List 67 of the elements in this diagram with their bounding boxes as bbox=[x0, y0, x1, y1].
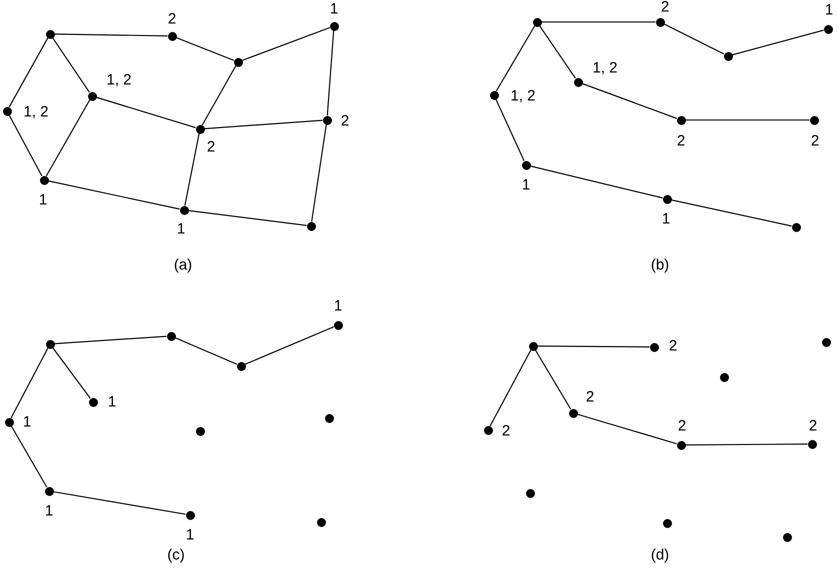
vertex-label: 2 bbox=[502, 424, 510, 438]
panel-caption: (b) bbox=[650, 258, 670, 272]
vertex-label: 2 bbox=[678, 418, 686, 434]
vertex-label: 1, 2 bbox=[106, 72, 132, 88]
edge-line bbox=[539, 25, 576, 79]
vertex-label: 1 bbox=[662, 212, 670, 226]
edge-line bbox=[542, 21, 656, 23]
vertex-label: 1, 2 bbox=[23, 104, 49, 120]
edge-line bbox=[686, 443, 808, 446]
vertex-label: 2 bbox=[168, 12, 176, 26]
vertex-label: 1 bbox=[824, 2, 834, 18]
edge-line bbox=[496, 26, 536, 92]
vertex-label: 1 bbox=[330, 2, 338, 16]
panel-caption: (d) bbox=[650, 548, 670, 562]
vertex-label: 2 bbox=[340, 114, 350, 128]
panel-caption: (c) bbox=[167, 548, 185, 562]
vertex-label: 1 bbox=[108, 394, 116, 410]
edge-line bbox=[8, 114, 42, 176]
edge-line bbox=[54, 336, 167, 344]
edge-line bbox=[490, 350, 532, 426]
vertex-label: 1 bbox=[22, 414, 32, 430]
edge-line bbox=[495, 98, 525, 162]
vertex-label: 2 bbox=[808, 418, 818, 434]
edge-line bbox=[664, 24, 724, 54]
vertex-label: 1, 2 bbox=[592, 60, 618, 76]
edge-line bbox=[530, 166, 663, 198]
edge-line bbox=[96, 96, 196, 128]
vertex-label: 1 bbox=[38, 192, 48, 208]
edge-line bbox=[534, 350, 572, 410]
edge-line bbox=[48, 180, 180, 210]
vertex-label: 2 bbox=[676, 134, 686, 148]
edge-line bbox=[54, 34, 168, 36]
vertex-label: 2 bbox=[668, 338, 678, 354]
edge-line bbox=[176, 37, 234, 61]
edge-line bbox=[538, 345, 650, 348]
edge-line bbox=[52, 37, 90, 93]
panel-caption: (a) bbox=[174, 258, 192, 272]
edge-line bbox=[10, 348, 48, 418]
vertex-label: 1 bbox=[522, 178, 530, 192]
edge-line bbox=[671, 199, 792, 227]
edge-line bbox=[732, 30, 824, 56]
edge-line bbox=[202, 66, 236, 126]
vertex-label: 2 bbox=[810, 134, 820, 148]
vertex-label: 1 bbox=[334, 298, 342, 314]
edge-line bbox=[174, 337, 238, 365]
edge-line bbox=[686, 119, 810, 121]
edge-line bbox=[184, 133, 200, 206]
edge-line bbox=[326, 30, 334, 116]
edge-line bbox=[582, 83, 677, 119]
edge-line bbox=[311, 124, 327, 222]
vertex-label: 2 bbox=[206, 140, 216, 154]
edge-line bbox=[244, 326, 334, 365]
edge-line bbox=[52, 347, 91, 399]
vertex-label: 1 bbox=[186, 528, 194, 542]
edge-line bbox=[10, 426, 48, 488]
edge-line bbox=[242, 27, 330, 61]
edge-line bbox=[577, 414, 677, 444]
vertex-label: 2 bbox=[586, 390, 594, 404]
edge-line bbox=[53, 491, 186, 515]
vertex-label: 1, 2 bbox=[510, 88, 536, 104]
edge-line bbox=[46, 100, 90, 176]
vertex-label: 2 bbox=[660, 0, 670, 14]
edge-line bbox=[188, 210, 307, 226]
vertex-label: 1 bbox=[176, 222, 186, 236]
edge-line bbox=[204, 120, 323, 130]
edge-line bbox=[8, 38, 48, 108]
vertex-label: 1 bbox=[44, 504, 54, 518]
